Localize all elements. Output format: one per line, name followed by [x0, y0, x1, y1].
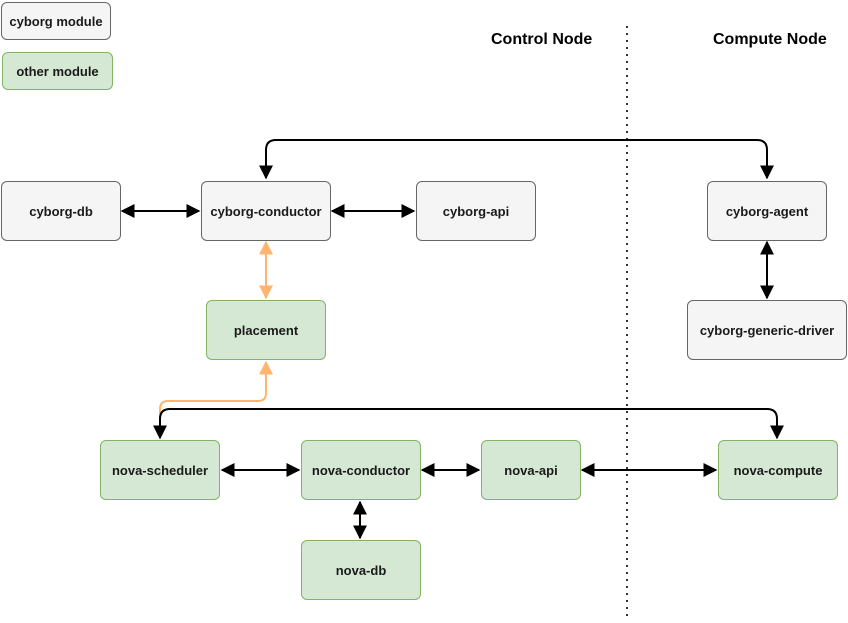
nova-api-node: nova-api [481, 440, 581, 500]
nova-compute-node: nova-compute [718, 440, 838, 500]
nova-conductor-node: nova-conductor [301, 440, 421, 500]
link-scheduler-compute [153, 408, 784, 440]
nova-db-node: nova-db [301, 540, 421, 600]
compute-node-title: Compute Node [713, 31, 827, 48]
nova-scheduler-node: nova-scheduler [100, 440, 220, 500]
link-placement-scheduler [153, 360, 273, 440]
legend-cyborg-module: cyborg module [1, 2, 111, 40]
legend-other-module: other module [2, 52, 113, 90]
cyborg-api-node: cyborg-api [416, 181, 536, 241]
link-conductor-agent [259, 139, 774, 180]
cyborg-db-node: cyborg-db [1, 181, 121, 241]
cyborg-generic-driver-node: cyborg-generic-driver [687, 300, 847, 360]
cyborg-conductor-node: cyborg-conductor [201, 181, 331, 241]
placement-node: placement [206, 300, 326, 360]
control-node-title: Control Node [491, 31, 593, 48]
cyborg-agent-node: cyborg-agent [707, 181, 827, 241]
